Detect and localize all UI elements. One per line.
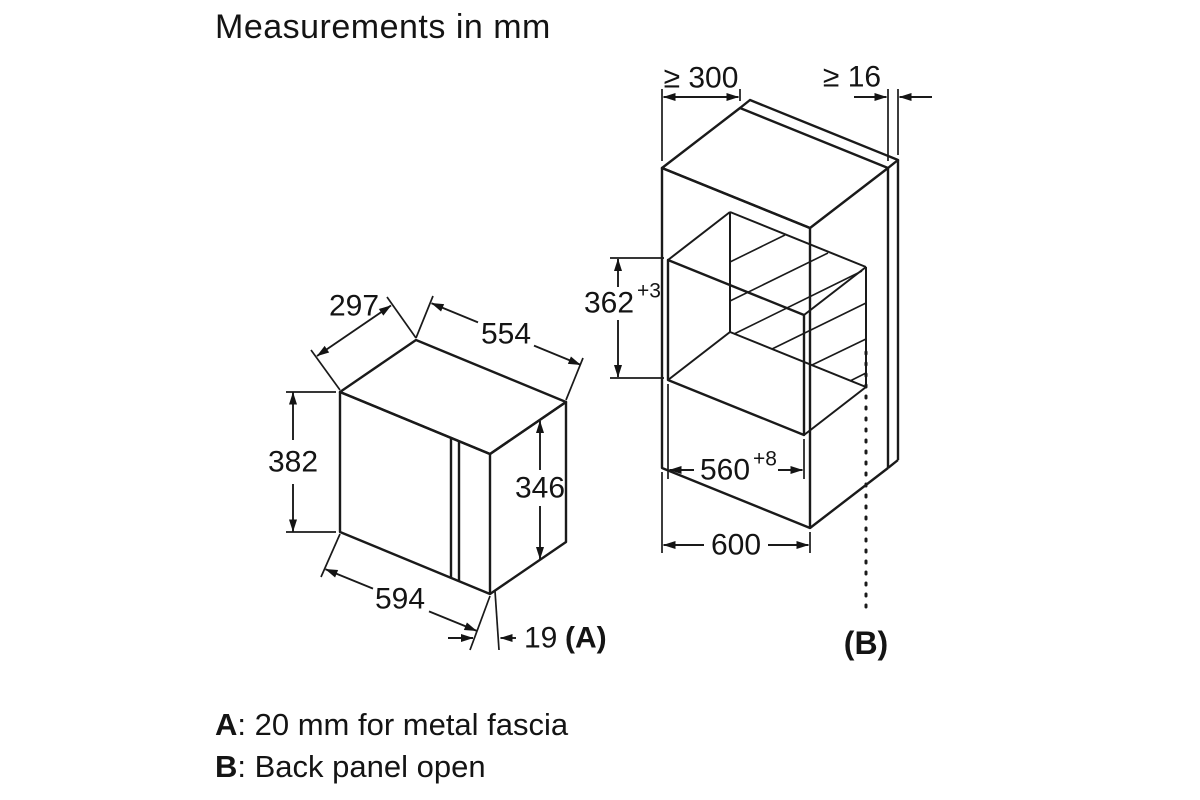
dim-fascia: 19 (A) [448,590,607,655]
cabinet-drawing: ≥ 300 ≥ 16 362 +3 [584,61,932,661]
dim-depth-top-label: 297 [329,290,379,323]
footnote-a: A: 20 mm for metal fascia [215,704,568,746]
dim-panel-thickness: ≥ 16 [823,61,932,161]
dim-height-side: 346 [515,420,565,560]
dim-fascia-label: 19 [524,622,557,655]
dim-niche-inner-width: 560 +8 [667,384,805,487]
dim-niche-outer-width: 600 [661,472,811,562]
footnote-b-text: : Back panel open [237,749,486,784]
footnote-b: B: Back panel open [215,746,568,788]
cabinet-bottom-right-edge [809,467,889,529]
dim-niche-inner-width-tolerance: +8 [753,448,777,471]
dim-niche-height-tolerance: +3 [637,280,661,303]
dim-niche-height: 362 +3 [584,257,664,379]
cabinet-outline [660,98,900,530]
open-back-hatch-lines [729,234,867,382]
page-title: Measurements in mm [215,8,551,46]
dim-depth-top: 297 [310,290,417,391]
dim-width-bottom: 594 [320,533,491,651]
dim-height-front-label: 382 [268,446,318,479]
appliance-outline [338,338,568,596]
niche-opening [666,258,806,437]
dim-height-front: 382 [268,391,336,533]
appliance-drawing: 382 297 554 346 [268,290,607,655]
back-panel-top-edge [739,98,900,169]
dim-width-bottom-label: 594 [375,583,425,616]
cabinet-top-face [660,106,890,230]
dim-clearance-depth-label: ≥ 300 [664,62,739,95]
dim-fascia-ref: (A) [565,622,607,655]
footnote-a-text: : 20 mm for metal fascia [237,707,569,742]
dim-niche-height-label: 362 [584,287,634,320]
niche-interior [667,211,867,436]
footnote-b-letter: B [215,749,238,784]
appliance-side-face [489,400,568,595]
footnote-a-letter: A [215,707,238,742]
dim-width-top: 554 [415,295,584,401]
dim-panel-thickness-label: ≥ 16 [823,61,881,94]
back-panel-ref-label: (B) [844,625,888,661]
dim-height-side-label: 346 [515,472,565,505]
dim-niche-outer-width-label: 600 [711,529,761,562]
back-panel-bottom-edge [887,459,899,469]
footnotes: A: 20 mm for metal fascia B: Back panel … [215,704,568,788]
appliance-top-face [338,338,568,456]
dim-clearance-depth: ≥ 300 [661,62,741,161]
dim-niche-inner-width-label: 560 [700,454,750,487]
dim-width-top-label: 554 [481,318,531,351]
